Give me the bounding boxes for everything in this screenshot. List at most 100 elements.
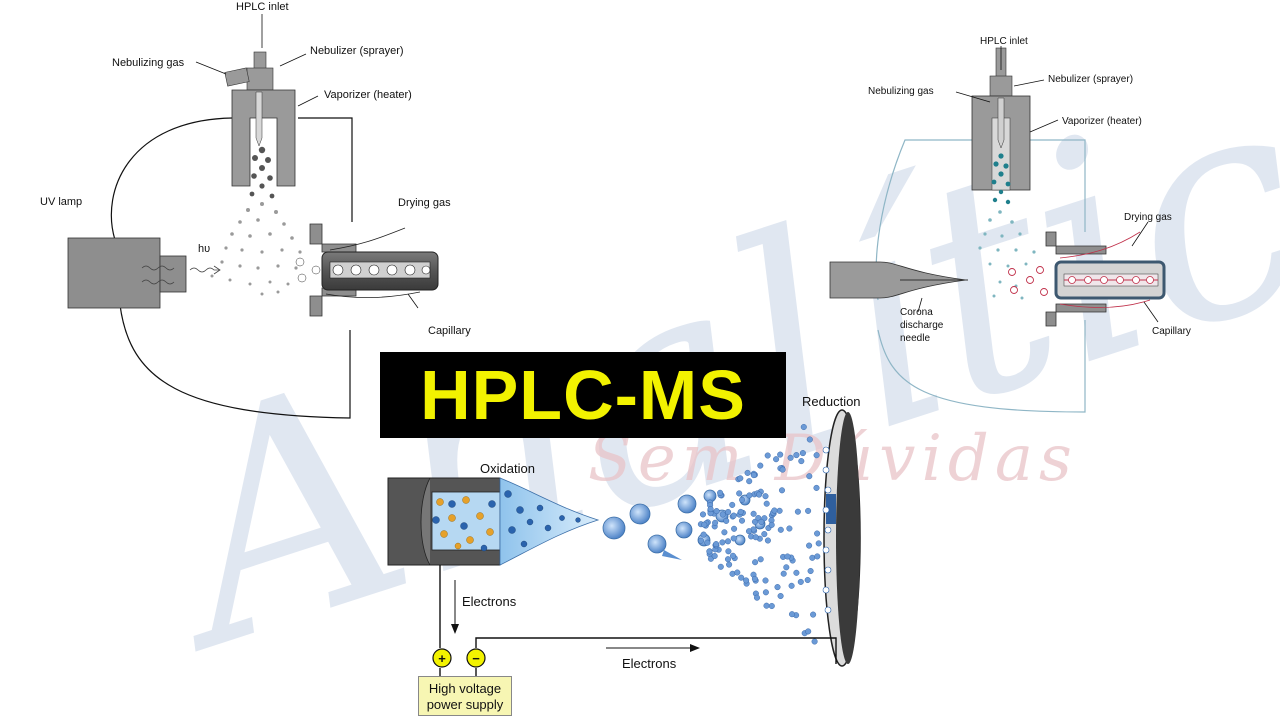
ion-particle	[757, 556, 764, 563]
ion-particle	[777, 451, 784, 458]
ion-particle	[737, 475, 744, 482]
ion-particle	[731, 525, 738, 532]
ion-particle	[763, 602, 770, 609]
left-photon-label: hυ	[198, 243, 210, 255]
title-banner	[380, 352, 786, 438]
ion-particle	[762, 589, 769, 596]
reduction-label: Reduction	[802, 394, 861, 409]
right-nebulizing-gas-label: Nebulizing gas	[868, 86, 934, 97]
ion-particle	[713, 508, 720, 515]
ion-particle	[788, 582, 795, 589]
ion-particle	[814, 530, 821, 537]
ion-particle	[799, 450, 806, 457]
ion-particle	[752, 534, 759, 541]
right-corona-label-1: Corona	[900, 307, 933, 318]
ion-particle	[751, 575, 758, 582]
minus-symbol: −	[472, 651, 480, 666]
left-nebulizer-label: Nebulizer (sprayer)	[310, 45, 404, 57]
ion-particle	[813, 452, 820, 459]
negative-terminal	[466, 648, 486, 668]
ion-particle	[768, 603, 775, 610]
right-source-diagram: HPLC inlet Nebulizing gas Nebulizer (spr…	[829, 36, 1191, 413]
right-capillary-label: Capillary	[1152, 326, 1191, 337]
ion-particle	[752, 518, 759, 525]
ion-particle	[700, 531, 707, 538]
ion-particle	[806, 436, 813, 443]
ion-particle	[783, 564, 790, 571]
left-nebulizing-gas-label: Nebulizing gas	[112, 57, 185, 69]
left-capillary-label: Capillary	[428, 325, 471, 337]
ion-particle	[779, 466, 786, 473]
ion-particle	[764, 452, 771, 459]
right-corona-label-3: needle	[900, 333, 930, 344]
ion-particle	[793, 452, 800, 459]
ion-particle	[809, 554, 816, 561]
ion-particle	[794, 508, 801, 515]
right-nebulizer-label: Nebulizer (sprayer)	[1048, 74, 1133, 85]
ion-particle	[805, 628, 812, 635]
ion-particle	[725, 556, 732, 563]
ion-particle	[750, 510, 757, 517]
ion-particle	[797, 578, 804, 585]
left-source-diagram: HPLC inlet Nebulizing gas Nebulizer (spr…	[40, 1, 471, 419]
ion-particle	[737, 508, 744, 515]
ion-particle	[758, 518, 765, 525]
ion-particle	[744, 469, 751, 476]
electrons-down-label: Electrons	[462, 594, 517, 609]
ion-particle	[815, 540, 822, 547]
ion-particle	[726, 561, 733, 568]
ion-particle	[713, 541, 720, 548]
ion-particle	[804, 577, 811, 584]
ion-particle	[746, 492, 753, 499]
ion-particle	[743, 577, 750, 584]
ion-particle	[787, 454, 794, 461]
ion-particle	[768, 521, 775, 528]
ion-particle	[739, 496, 746, 503]
left-uv-lamp-label: UV lamp	[40, 196, 82, 208]
ion-particle	[698, 537, 705, 544]
ion-particle	[763, 500, 770, 507]
right-hplc-inlet-label: HPLC inlet	[980, 36, 1028, 47]
ion-particle	[725, 538, 732, 545]
ion-particle	[700, 511, 707, 518]
ion-particle	[750, 472, 757, 479]
ion-particle	[729, 501, 736, 508]
power-supply-line1: High voltage	[428, 681, 502, 696]
ion-particle	[717, 563, 724, 570]
ion-particle	[811, 638, 818, 645]
ion-particle	[762, 577, 769, 584]
ion-particle	[706, 548, 713, 555]
ion-particle	[805, 507, 812, 514]
ion-particle	[701, 521, 708, 528]
ion-particle	[793, 569, 800, 576]
left-hplc-inlet-label: HPLC inlet	[236, 1, 289, 13]
ion-particle	[761, 531, 768, 538]
ion-particle	[736, 490, 743, 497]
ion-particle	[746, 478, 753, 485]
ion-particle	[786, 525, 793, 532]
electrons-bottom-label: Electrons	[622, 656, 677, 671]
ion-particle	[752, 559, 759, 566]
right-drying-gas-label: Drying gas	[1124, 212, 1172, 223]
ion-particle	[734, 569, 741, 576]
ion-particle	[754, 594, 761, 601]
ion-particle	[764, 537, 771, 544]
ion-particle	[725, 509, 732, 516]
ion-particle	[707, 506, 714, 513]
ion-particle	[777, 593, 784, 600]
ion-particle	[774, 584, 781, 591]
ion-particle	[757, 462, 764, 469]
ion-particle	[771, 507, 778, 514]
left-drying-gas-label: Drying gas	[398, 197, 451, 209]
ion-particle	[798, 458, 805, 465]
oxidation-label: Oxidation	[480, 461, 535, 476]
power-supply-line2: power supply	[426, 697, 504, 712]
ion-particle	[773, 456, 780, 463]
ion-particle	[807, 568, 814, 575]
ion-particle	[806, 473, 813, 480]
ion-cloud	[697, 424, 822, 645]
ion-particle	[789, 611, 796, 618]
ion-particle	[719, 539, 726, 546]
positive-terminal	[432, 648, 452, 668]
